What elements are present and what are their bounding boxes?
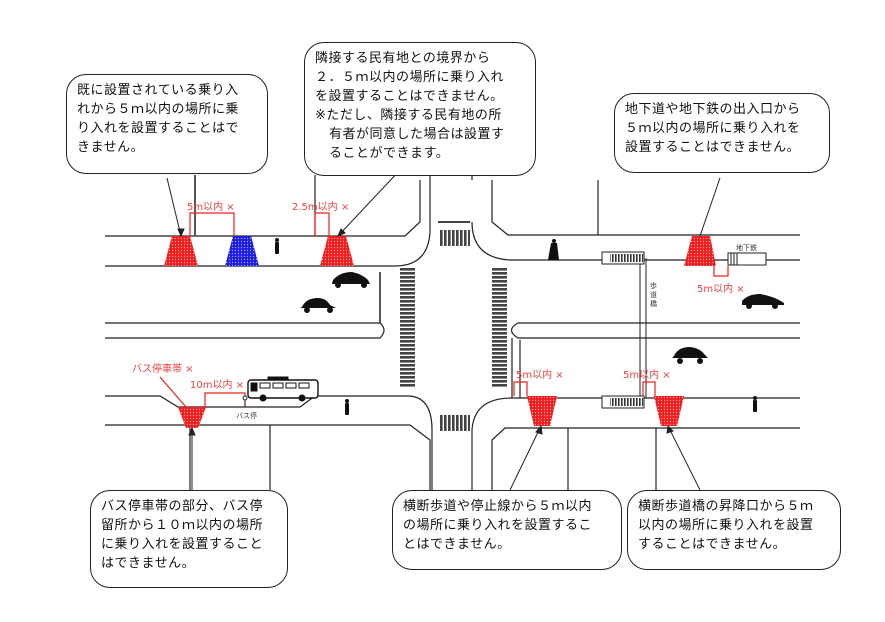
car-icon [332, 272, 370, 288]
callout-text: きません。 [77, 140, 145, 155]
pedestrian-icon [753, 396, 757, 412]
label-within-5m-footbridge: 5m以内 × [623, 370, 671, 381]
pedestrian-icon [548, 239, 559, 260]
pedestrian-icon [275, 238, 279, 254]
callout-bus-stop: バス停車帯の部分、バス停 留所から１０ｍ以内の場所 に乗り入れを設置すること は… [90, 490, 288, 588]
footbridge-label: 歩道橋 [650, 282, 657, 308]
north-sidewalk-edge-left [105, 180, 421, 237]
callout-subway: 地下道や地下鉄の出入口から ５ｍ以内の場所に乗り入れを 設置することはできません… [614, 93, 830, 173]
crosswalk-icon [440, 415, 470, 431]
callout-text: バス停車帯の部分、バス停 [101, 499, 264, 514]
callout-text: の場所に乗り入れを設置するこ [403, 518, 593, 533]
subway-label: 地下鉄 [736, 244, 757, 252]
road-lines [105, 120, 800, 490]
callout-crosswalk: 横断歩道や停止線から５ｍ以内 の場所に乗り入れを設置するこ とはできません。 [392, 490, 622, 570]
label-within-2-5m: 2.5m以内 × [292, 202, 350, 213]
callout-text: はできません。 [101, 556, 196, 571]
subway-entrance-icon [727, 252, 767, 266]
callout-text: ２．５ｍ以内の場所に乗り入れ [315, 70, 505, 85]
callout-text: することはできません。 [638, 537, 787, 552]
car-icon [672, 347, 708, 364]
label-within-5m-subway: 5m以内 × [697, 284, 745, 295]
callout-text: 既に設置されている乗り入 [77, 83, 239, 98]
callout-text: れから５ｍ以内の場所に乗 [77, 102, 240, 117]
callout-pointers [166, 169, 721, 491]
callout-footbridge: 横断歩道橋の昇降口から５ｍ 以内の場所に乗り入れを設置 することはできません。 [627, 490, 841, 570]
callout-text: り入れを設置することはで [77, 121, 240, 136]
car-icon [742, 294, 784, 309]
bus-stop-label: バス停 [236, 412, 257, 420]
callout-text: ることができます。 [329, 146, 450, 161]
north-sidewalk-edge-right [491, 180, 800, 236]
prohibited-entrance-footbridge [654, 396, 684, 426]
prohibited-entrance-bus [178, 407, 206, 428]
label-within-5m-crosswalk: 5m以内 × [516, 370, 564, 381]
label-within-5m: 5m以内 × [187, 202, 235, 213]
callout-text: 横断歩道や停止線から５ｍ以内 [403, 499, 593, 514]
callout-text: とはできません。 [403, 537, 511, 552]
callout-text: 以内の場所に乗り入れを設置 [638, 518, 814, 533]
callout-text: ※ただし、隣接する民有地の所 [315, 108, 502, 123]
callout-text: 有者が同意した場合は設置す [329, 127, 505, 142]
prohibited-entrance-subway [684, 236, 716, 266]
callout-existing-entrance: 既に設置されている乗り入 れから５ｍ以内の場所に乗 り入れを設置することはで き… [66, 74, 268, 174]
crosswalk-icon [400, 268, 415, 388]
bus-icon [247, 376, 319, 402]
callout-text: 横断歩道橋の昇降口から５ｍ [638, 499, 814, 514]
bus-stop-sign-icon [242, 395, 248, 407]
callout-text: 設置することはできません。 [625, 140, 801, 155]
footbridge-stairs-icon [601, 251, 645, 409]
prohibited-entrance-existing [164, 236, 198, 266]
crosswalk-icon [492, 268, 507, 388]
existing-entrance [225, 236, 259, 266]
north-curb-left [105, 180, 431, 267]
callout-text: を設置することはできません。 [315, 89, 504, 104]
north-curb-right [471, 221, 800, 261]
prohibited-entrance-crosswalk [527, 396, 557, 426]
callout-text: に乗り入れを設置すること [101, 537, 264, 552]
crosswalk-icon [440, 230, 470, 246]
label-bus-bay: バス停車帯 × [132, 364, 194, 375]
callout-text: 地下道や地下鉄の出入口から [625, 102, 801, 117]
label-within-10m: 10m以内 × [190, 380, 245, 391]
callout-text: 留所から１０ｍ以内の場所 [101, 518, 264, 533]
callout-text: ５ｍ以内の場所に乗り入れを [625, 121, 801, 136]
callout-adjacent-land: 隣接する民有地との境界から ２．５ｍ以内の場所に乗り入れ を設置することはできま… [304, 42, 536, 176]
prohibited-entrance-adjacent [320, 236, 354, 266]
callout-text: 隣接する民有地との境界から [315, 51, 491, 66]
car-icon [300, 298, 336, 313]
pedestrian-icon [345, 399, 349, 415]
